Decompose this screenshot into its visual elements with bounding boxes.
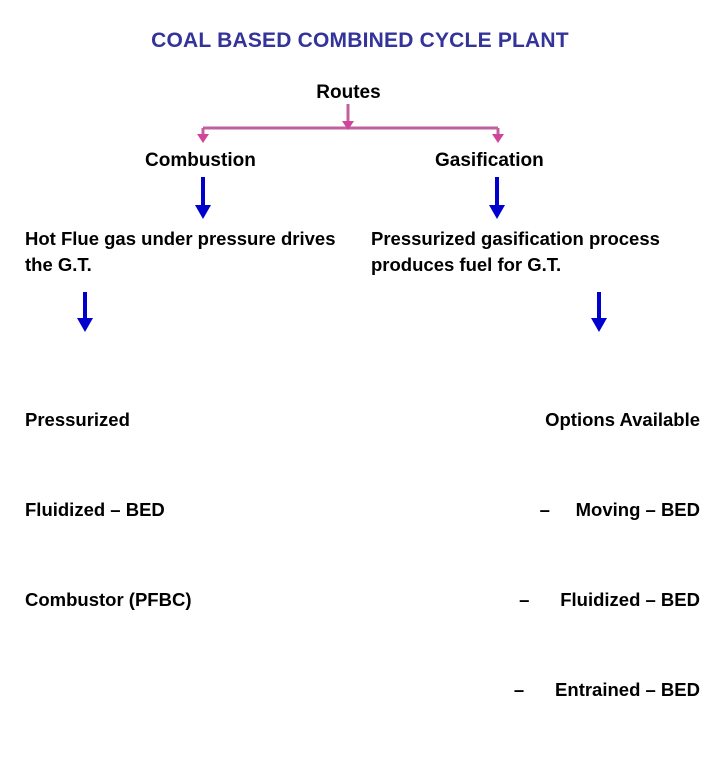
outcome-heading: Options Available [545,409,700,430]
outcome-line: – Moving – BED [539,499,700,520]
page-title: COAL BASED COMBINED CYCLE PLANT [151,29,569,52]
description-gasification: Pressurized gasification process produce… [371,228,666,275]
slide-canvas: COAL BASED COMBINED CYCLE PLANT Routes C… [25,29,700,700]
branch-label-gasification: Gasification [435,150,544,171]
diagram-root-label: Routes [316,82,381,103]
description-combustion: Hot Flue gas under pressure drives the G… [25,228,341,275]
outcome-line: – Fluidized – BED [519,589,700,610]
outcome-line: Combustor (PFBC) [25,589,192,610]
outcome-line: – Entrained – BED [513,679,700,700]
outcome-line: Pressurized [25,409,130,430]
outcome-list-gasification: Options Available – Moving – BED – Fluid… [360,345,700,765]
outcome-line: Fluidized – BED [25,499,165,520]
branch-label-combustion: Combustion [145,150,256,171]
outcome-list-combustion: Pressurized Fluidized – BED Combustor (P… [25,345,355,675]
